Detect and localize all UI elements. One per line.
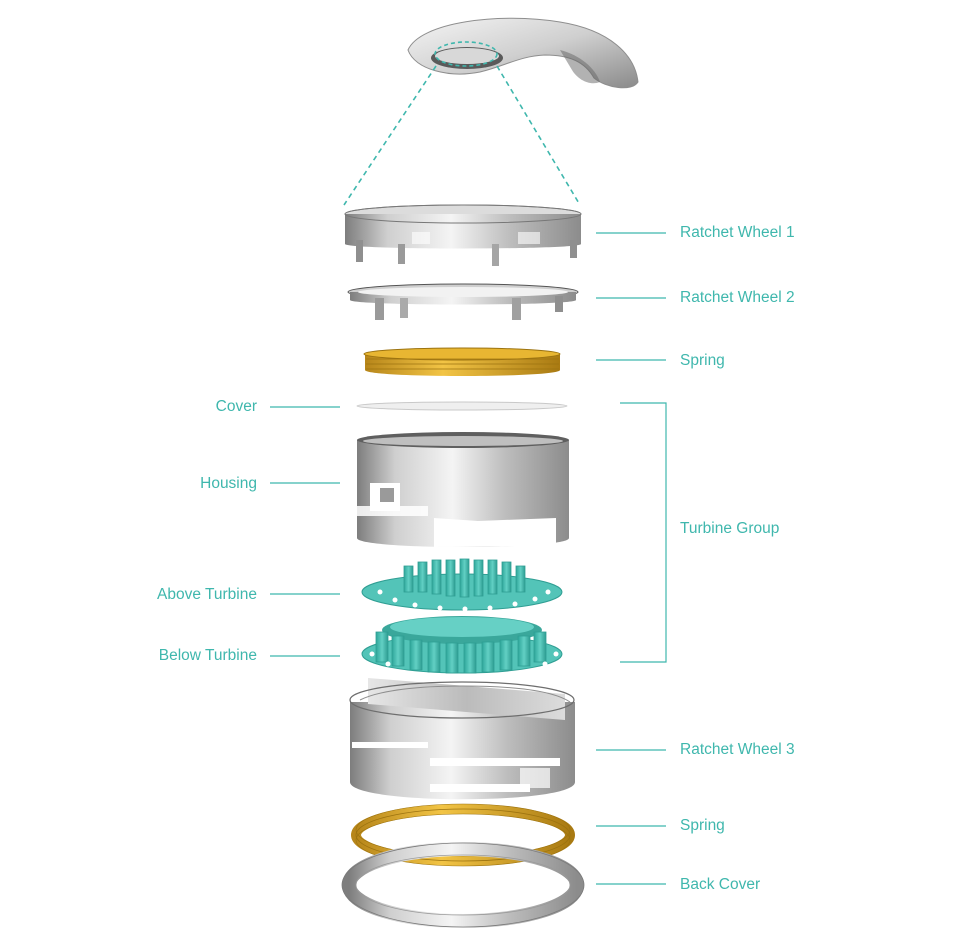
label-ratchet-wheel-2: Ratchet Wheel 2 [680, 289, 795, 306]
turbine-group-bracket [620, 402, 667, 663]
label-turbine-group: Turbine Group [680, 520, 780, 537]
label-back-cover: Back Cover [680, 876, 761, 893]
cover-disc [356, 401, 568, 411]
above-turbine [361, 558, 563, 612]
below-turbine [361, 616, 563, 674]
back-cover [341, 842, 585, 928]
ratchet-wheel-2 [347, 283, 579, 320]
label-spring-top: Spring [680, 352, 725, 369]
label-cover: Cover [215, 398, 257, 415]
label-above-turbine: Above Turbine [157, 586, 257, 603]
ratchet-wheel-1 [344, 204, 582, 266]
spring-top [363, 347, 561, 376]
label-below-turbine: Below Turbine [158, 647, 257, 664]
label-spring-bottom: Spring [680, 817, 725, 834]
label-ratchet-wheel-1: Ratchet Wheel 1 [680, 224, 795, 241]
spring-bottom [351, 803, 575, 867]
label-housing: Housing [200, 475, 257, 492]
faucet-icon [407, 17, 639, 89]
projection-lines [343, 65, 581, 206]
ratchet-wheel-3 [349, 678, 575, 800]
leader-lines-right [596, 232, 666, 885]
housing [356, 432, 569, 547]
label-ratchet-wheel-3: Ratchet Wheel 3 [680, 741, 795, 758]
leader-lines-left [270, 406, 340, 657]
